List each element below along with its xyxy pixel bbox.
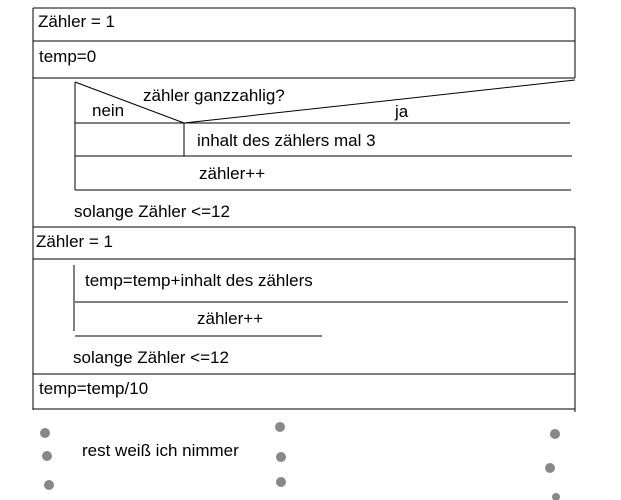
final-division-text: temp=temp/10 <box>39 379 149 398</box>
condition-question-text: zähler ganzzahlig? <box>143 86 285 105</box>
dot-left-2 <box>42 451 52 461</box>
branch-no-label: nein <box>92 101 125 120</box>
dot-right-3 <box>552 493 560 500</box>
loop1-condition-text: solange Zähler <=12 <box>74 202 230 221</box>
cond-diagonal-right <box>183 79 576 124</box>
dot-left-1 <box>40 428 50 438</box>
loop2-increment-text: zähler++ <box>197 309 264 328</box>
cond-diagonal-left <box>74 81 185 124</box>
dot-mid-1 <box>275 422 285 432</box>
branch-yes-label: ja <box>395 102 409 121</box>
loop1-increment-text: zähler++ <box>199 164 266 183</box>
dot-right-2 <box>545 463 555 473</box>
dot-mid-2 <box>276 452 286 462</box>
sum-action-text: temp=temp+inhalt des zählers <box>85 271 313 290</box>
note-text: rest weiß ich nimmer <box>82 441 239 460</box>
init-counter-2-text: Zähler = 1 <box>36 232 114 251</box>
dot-mid-3 <box>276 477 286 487</box>
init-counter-1-text: Zähler = 1 <box>38 12 116 31</box>
init-temp-text: temp=0 <box>39 47 97 66</box>
loop2-condition-text: solange Zähler <=12 <box>73 348 229 367</box>
dot-left-3 <box>44 480 54 490</box>
dot-right-1 <box>550 429 560 439</box>
yes-action-text: inhalt des zählers mal 3 <box>197 131 376 150</box>
